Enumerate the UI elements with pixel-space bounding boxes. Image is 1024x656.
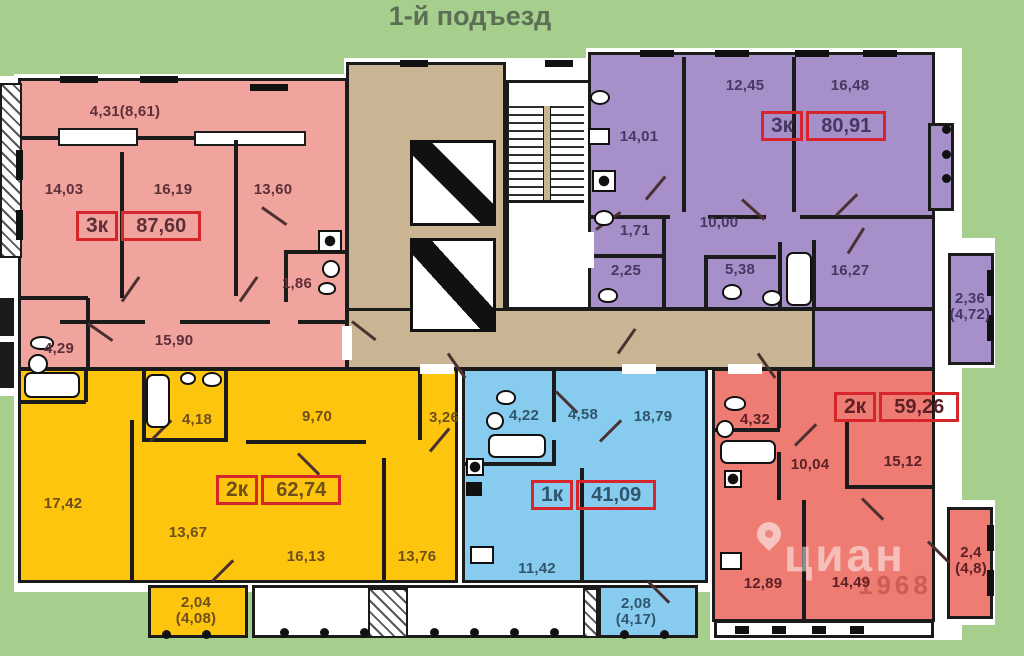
shared-walkway xyxy=(252,585,598,638)
apartment-badge-blue: 1к 41,09 xyxy=(531,480,657,510)
room-area-label: 2,25 xyxy=(611,261,641,279)
balcony-door-window xyxy=(58,128,138,146)
washer-icon xyxy=(318,230,342,252)
walkway-hatch xyxy=(583,588,598,638)
room-area-label: 1,71 xyxy=(620,221,650,239)
room-area-label: 10,04 xyxy=(790,455,830,473)
room-area-label: 12,45 xyxy=(725,76,765,94)
apartment-badge-red: 2к 59,26 xyxy=(834,392,960,422)
room-area-label: 4,31(8,61) xyxy=(89,102,161,120)
room-area-label: 9,70 xyxy=(302,407,332,425)
room-area-label: 16,27 xyxy=(830,261,870,279)
apartment-total-area: 87,60 xyxy=(121,211,202,241)
toilet-icon xyxy=(722,284,742,300)
toilet-icon xyxy=(496,390,516,405)
room-area-label: 5,38 xyxy=(725,260,755,278)
room-area-label: 2,36 (4,72) xyxy=(949,289,991,323)
toilet-icon xyxy=(598,288,618,303)
room-area-label: 14,49 xyxy=(831,573,871,591)
room-area-label: 16,13 xyxy=(286,547,326,565)
stair-stringer xyxy=(543,106,551,202)
cabinet-icon xyxy=(466,482,482,496)
watermark-fragment: 1968 xyxy=(858,570,932,600)
stair-landing xyxy=(508,200,584,203)
sink-icon xyxy=(588,128,610,145)
red-balcony xyxy=(947,507,993,619)
toilet-icon xyxy=(202,372,222,387)
sink-icon xyxy=(716,420,734,438)
sink-icon xyxy=(180,372,196,385)
room-area-label: 4,18 xyxy=(182,410,212,428)
room-area-label: 4,29 xyxy=(44,339,74,357)
blue-balcony xyxy=(598,585,698,638)
room-area-label: 1,86 xyxy=(282,274,312,292)
room-area-label: 15,12 xyxy=(883,452,923,470)
purple-balcony xyxy=(948,253,994,365)
washer-icon xyxy=(466,458,484,476)
toilet-icon xyxy=(30,336,54,350)
apartment-type: 2к xyxy=(216,475,259,505)
room-area-label: 4,58 xyxy=(568,405,598,423)
adjacent-unit xyxy=(0,342,14,388)
walkway-hatch xyxy=(368,588,408,638)
bathtub-icon xyxy=(786,252,812,306)
room-area-label: 12,89 xyxy=(743,574,783,592)
room-area-label: 13,67 xyxy=(168,523,208,541)
yellow-balcony xyxy=(148,585,248,638)
bathtub-icon xyxy=(488,434,546,458)
cabinet-icon xyxy=(720,552,742,570)
sink-icon xyxy=(590,90,610,105)
apartment-total-area: 80,91 xyxy=(806,111,887,141)
toilet-icon xyxy=(594,210,614,226)
room-area-label: 4,22 xyxy=(509,406,539,424)
room-area-label: 14,01 xyxy=(619,127,659,145)
room-area-label: 2,08 (4,17) xyxy=(615,594,657,628)
apartment-total-area: 62,74 xyxy=(261,475,342,505)
washer-icon xyxy=(592,170,616,192)
bathtub-icon xyxy=(24,372,80,398)
room-area-label: 13,76 xyxy=(397,547,437,565)
apartment-region-purple-3k-ext xyxy=(812,308,935,370)
room-area-label: 17,42 xyxy=(43,494,83,512)
room-area-label: 16,48 xyxy=(830,76,870,94)
room-area-label: 16,19 xyxy=(153,180,193,198)
elevator-shaft xyxy=(410,238,496,332)
purple-bay-window xyxy=(928,123,954,211)
sink-icon xyxy=(486,412,504,430)
room-area-label: 2,04 (4,08) xyxy=(175,593,217,627)
watermark-brand: циан xyxy=(784,529,906,581)
apartment-type: 1к xyxy=(531,480,574,510)
page-title: 1-й подъезд xyxy=(388,1,552,31)
sink-icon xyxy=(322,260,340,278)
room-area-label: 14,03 xyxy=(44,180,84,198)
bathtub-icon xyxy=(720,440,776,464)
apartment-total-area: 59,26 xyxy=(879,392,960,422)
washer-icon xyxy=(724,470,742,488)
apartment-type: 2к xyxy=(834,392,877,422)
bathtub-icon xyxy=(146,374,170,428)
apartment-region-red-2k xyxy=(712,368,935,622)
sink-icon xyxy=(470,546,494,564)
room-area-label: 3,26 xyxy=(429,408,459,426)
apartment-badge-purple: 3к 80,91 xyxy=(761,111,887,141)
toilet-icon xyxy=(724,396,746,411)
room-area-label: 11,42 xyxy=(518,559,556,577)
room-area-label: 4,32 xyxy=(740,410,770,428)
room-area-label: 10,00 xyxy=(699,213,739,231)
adjacent-unit xyxy=(0,298,14,336)
room-area-label: 18,79 xyxy=(633,407,673,425)
apartment-type: 3к xyxy=(761,111,804,141)
balcony-window xyxy=(194,131,306,146)
apartment-total-area: 41,09 xyxy=(576,480,657,510)
apartment-type: 3к xyxy=(76,211,119,241)
apartment-region-purple-3k xyxy=(588,52,935,310)
room-area-label: 13,60 xyxy=(253,180,293,198)
toilet-icon xyxy=(318,282,336,295)
room-area-label: 2,4 (4,8) xyxy=(955,543,987,577)
room-area-label: 15,90 xyxy=(154,331,194,349)
apartment-badge-pink: 3к 87,60 xyxy=(76,211,202,241)
elevator-shaft xyxy=(410,140,496,226)
apartment-badge-yellow: 2к 62,74 xyxy=(216,475,342,505)
sink-icon xyxy=(762,290,782,306)
